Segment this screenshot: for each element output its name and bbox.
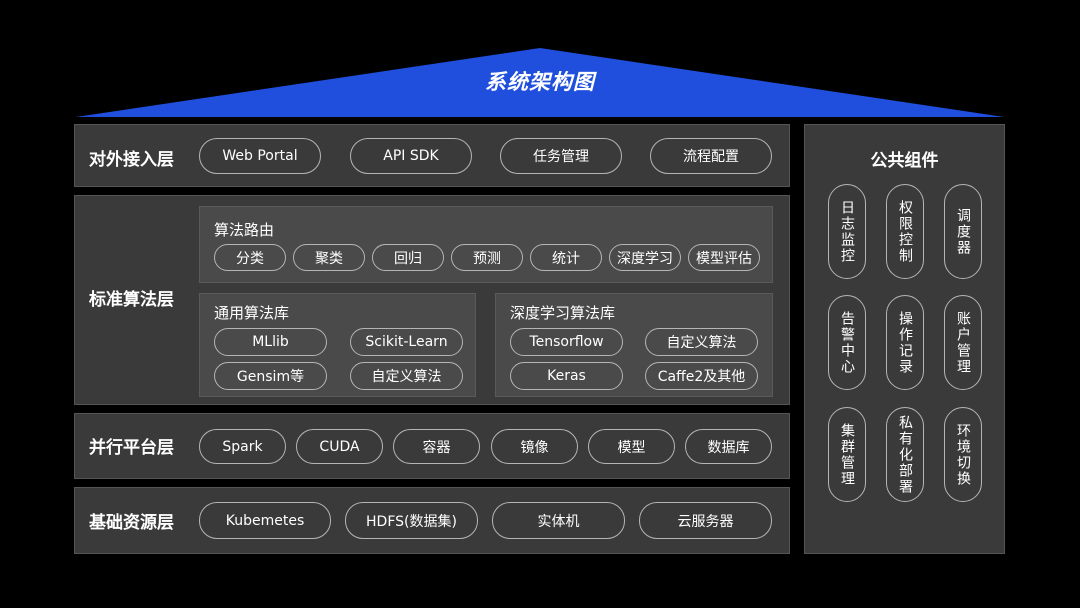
layer-parallel-platform: 并行平台层 Spark CUDA 容器 镜像 模型 数据库 (74, 413, 790, 479)
infra-item: 云服务器 (639, 502, 772, 539)
external-item-process-config: 流程配置 (650, 138, 772, 174)
roof-triangle (76, 48, 1004, 117)
parallel-item: Spark (199, 429, 286, 464)
diagram-title: 系统架构图 (485, 70, 595, 94)
parallel-item: 数据库 (685, 429, 772, 464)
general-lib-item: MLlib (214, 328, 327, 356)
parallel-item: 模型 (588, 429, 675, 464)
routing-item: 预测 (451, 244, 523, 271)
general-lib-item: Gensim等 (214, 362, 327, 390)
routing-item: 模型评估 (688, 244, 760, 271)
panel-general-algorithm-library: 通用算法库 MLlib Scikit-Learn Gensim等 自定义算法 (199, 293, 476, 397)
routing-item: 聚类 (293, 244, 365, 271)
common-item: 私有化部署 (886, 407, 924, 502)
common-item: 账户管理 (944, 295, 982, 390)
deep-lib-item: Keras (510, 362, 623, 390)
routing-item: 分类 (214, 244, 286, 271)
panel-algorithm-routing: 算法路由 分类 聚类 回归 预测 统计 深度学习 模型评估 (199, 206, 773, 283)
parallel-item: 容器 (393, 429, 480, 464)
common-item: 集群管理 (828, 407, 866, 502)
general-lib-item: 自定义算法 (350, 362, 463, 390)
common-components-title: 公共组件 (870, 151, 939, 171)
common-components-panel: 公共组件 日志监控 权限控制 调度器 告警中心 操作记录 账户管理 集群管理 私… (804, 124, 1005, 554)
layer-infrastructure: 基础资源层 Kubemetes HDFS(数据集) 实体机 云服务器 (74, 487, 790, 554)
external-item-api-sdk: API SDK (350, 138, 472, 174)
panel-title: 算法路由 (214, 221, 275, 239)
parallel-item: 镜像 (491, 429, 578, 464)
routing-item: 统计 (530, 244, 602, 271)
deep-lib-item: 自定义算法 (645, 328, 758, 356)
common-item: 告警中心 (828, 295, 866, 390)
panel-deep-learning-library: 深度学习算法库 Tensorflow 自定义算法 Keras Caffe2及其他 (495, 293, 773, 397)
common-item: 日志监控 (828, 184, 866, 279)
layer-title: 基础资源层 (89, 513, 174, 533)
infra-item: Kubemetes (199, 502, 331, 539)
layer-external-access: 对外接入层 Web Portal API SDK 任务管理 流程配置 (74, 124, 790, 187)
routing-item: 深度学习 (609, 244, 681, 271)
deep-lib-item: Tensorflow (510, 328, 623, 356)
infra-item: 实体机 (492, 502, 625, 539)
layer-title: 标准算法层 (89, 290, 174, 310)
common-item: 权限控制 (886, 184, 924, 279)
layer-title: 并行平台层 (89, 438, 174, 458)
panel-title: 通用算法库 (214, 304, 290, 322)
external-item-web-portal: Web Portal (199, 138, 321, 174)
external-item-task-management: 任务管理 (500, 138, 622, 174)
routing-item: 回归 (372, 244, 444, 271)
panel-title: 深度学习算法库 (510, 304, 616, 322)
parallel-item: CUDA (296, 429, 383, 464)
common-item: 调度器 (944, 184, 982, 279)
common-item: 操作记录 (886, 295, 924, 390)
layer-title: 对外接入层 (89, 150, 174, 170)
common-item: 环境切换 (944, 407, 982, 502)
roof-banner (76, 48, 1004, 117)
layer-standard-algorithm: 标准算法层 算法路由 分类 聚类 回归 预测 统计 深度学习 模型评估 通用算法… (74, 195, 790, 405)
general-lib-item: Scikit-Learn (350, 328, 463, 356)
deep-lib-item: Caffe2及其他 (645, 362, 758, 390)
infra-item: HDFS(数据集) (345, 502, 478, 539)
